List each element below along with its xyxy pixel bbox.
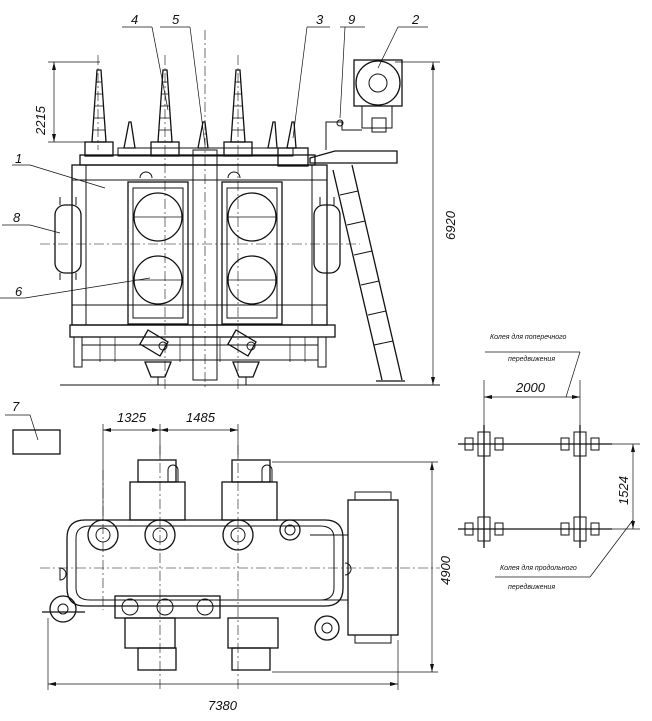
dim-plan-spacings: 1325 1485 [102,410,239,520]
ladder [332,164,405,382]
cooler-left [127,181,189,325]
callout-5: 5 [172,12,180,27]
callout-4: 4 [131,12,138,27]
dim-1485-label: 1485 [186,410,216,425]
track-gauge-view [458,425,612,548]
dim-1524: 1524 Колея для продольного передвижения [495,443,640,591]
dim-6920-label: 6920 [443,210,458,240]
expansion-tank-right [313,204,341,274]
item-7: 7 [5,399,61,455]
callout-2: 2 [411,12,420,27]
dim-7380-label: 7380 [208,698,238,713]
tank-cover [79,154,316,166]
dim-7380: 7380 [47,618,399,713]
note-transverse-2: передвижения [508,355,555,363]
dim-2215-label: 2215 [33,105,48,136]
callout-7: 7 [12,399,20,414]
note-longitudinal-2: передвижения [508,583,555,591]
conservator [309,59,403,164]
dim-4900-label: 4900 [438,555,453,585]
note-transverse-1: Колея для поперечного [490,333,567,341]
callout-3: 3 [316,12,324,27]
callouts: 1 2 3 4 5 6 8 9 [0,12,428,299]
hv-bushings [84,69,253,157]
tank-body [71,164,328,326]
plan-tank [66,519,344,607]
dim-6920: 6920 [395,61,458,385]
lv-bushings [117,121,297,157]
item-7-box [12,429,61,455]
dim-2215: 2215 [33,61,100,143]
note-longitudinal-1: Колея для продольного [500,564,577,572]
callout-8: 8 [13,210,21,225]
callout-1: 1 [15,151,22,166]
plan-view [40,445,440,690]
expansion-tank-left [54,204,82,274]
cooler-right [221,181,283,325]
base-frame [69,324,336,338]
dim-1524-label: 1524 [616,476,631,505]
dim-2000: 2000 Колея для поперечного передвижения [483,333,581,425]
dim-1325-label: 1325 [117,410,147,425]
dim-4900: 4900 [272,461,453,673]
front-elevation [40,30,440,390]
plan-conservator [347,499,399,636]
dim-2000-label: 2000 [515,380,546,395]
callout-6: 6 [15,284,23,299]
callout-9: 9 [348,12,355,27]
